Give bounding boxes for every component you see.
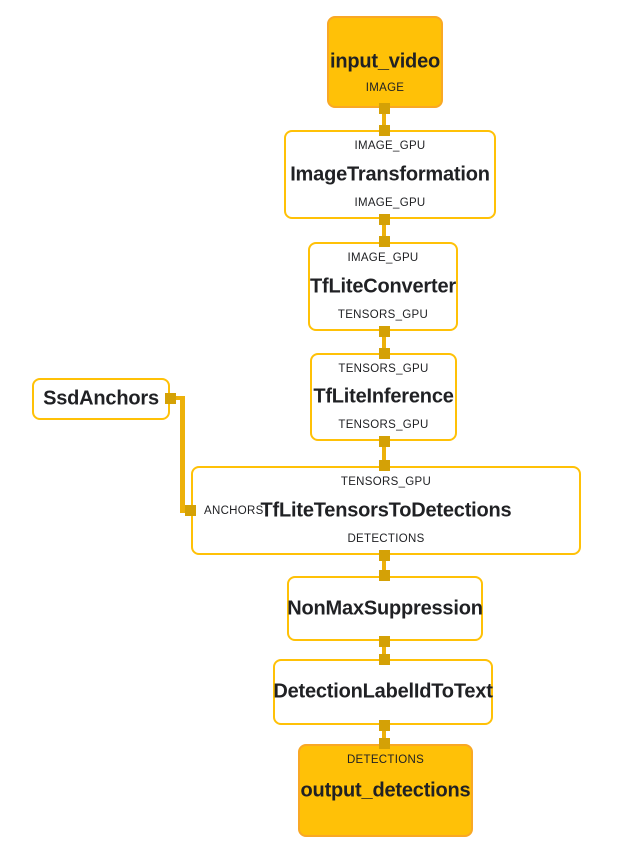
port-square-tensors-to-detections-out: [379, 550, 390, 561]
port-square-image-transformation-in: [379, 125, 390, 136]
node-title: ImageTransformation: [290, 163, 490, 185]
node-tflite-tensors-to-detections[interactable]: TENSORS_GPU ANCHORS TfLiteTensorsToDetec…: [191, 466, 581, 555]
port-square-tflite-converter-in: [379, 236, 390, 247]
edge-detection-label-to-output-detections: [382, 721, 386, 746]
node-tflite-inference[interactable]: TENSORS_GPU TfLiteInference TENSORS_GPU: [310, 353, 457, 441]
port-square-detection-label-out: [379, 720, 390, 731]
output-port-label: IMAGE: [365, 82, 405, 94]
node-image-transformation[interactable]: IMAGE_GPU ImageTransformation IMAGE_GPU: [284, 130, 496, 219]
node-tflite-converter[interactable]: IMAGE_GPU TfLiteConverter TENSORS_GPU: [308, 242, 458, 331]
node-title: TfLiteConverter: [310, 275, 456, 297]
output-port-label: TENSORS_GPU: [337, 309, 429, 321]
node-title: NonMaxSuppression: [287, 597, 483, 619]
edge-input-video-to-image-transformation: [382, 104, 386, 132]
port-square-image-transformation-out: [379, 214, 390, 225]
node-ssd-anchors[interactable]: SsdAnchors: [32, 378, 170, 420]
input-port-label: DETECTIONS: [346, 754, 425, 766]
node-title: output_detections: [300, 779, 471, 801]
port-square-input-video-out: [379, 103, 390, 114]
edge-ssd-anchors-horizontal: [174, 396, 184, 400]
port-square-detection-label-in: [379, 654, 390, 665]
edge-tensors-to-detections-to-non-max-suppression: [382, 551, 386, 578]
node-detection-label-id-to-text[interactable]: DetectionLabelIdToText: [273, 659, 493, 725]
node-title: TfLiteInference: [313, 385, 454, 408]
input-port-label: IMAGE_GPU: [347, 252, 419, 264]
output-port-label: TENSORS_GPU: [338, 419, 429, 431]
output-port-label: IMAGE_GPU: [354, 197, 426, 209]
edge-non-max-suppression-to-detection-label: [382, 637, 386, 661]
port-square-tensors-to-detections-in: [379, 460, 390, 471]
node-output-detections[interactable]: DETECTIONS output_detections: [298, 744, 473, 837]
port-square-ssd-anchors-out: [165, 393, 176, 404]
edge-tflite-inference-to-tensors-to-detections: [382, 437, 386, 468]
port-square-non-max-suppression-in: [379, 570, 390, 581]
port-square-tflite-inference-in: [379, 348, 390, 359]
port-square-non-max-suppression-out: [379, 636, 390, 647]
edge-image-transformation-to-tflite-converter: [382, 215, 386, 244]
node-title: input_video: [329, 50, 441, 73]
port-square-tflite-inference-out: [379, 436, 390, 447]
anchors-port-label: ANCHORS: [204, 504, 264, 517]
port-square-tflite-converter-out: [379, 326, 390, 337]
input-port-label: TENSORS_GPU: [338, 363, 429, 375]
output-port-label: DETECTIONS: [347, 533, 425, 545]
port-square-output-detections-in: [379, 738, 390, 749]
node-non-max-suppression[interactable]: NonMaxSuppression: [287, 576, 483, 641]
node-input-video[interactable]: input_video IMAGE: [327, 16, 443, 108]
node-title: SsdAnchors: [43, 387, 159, 410]
input-port-label: TENSORS_GPU: [340, 476, 432, 488]
node-title: TfLiteTensorsToDetections: [260, 499, 512, 521]
input-port-label: IMAGE_GPU: [354, 140, 426, 152]
edge-ssd-anchors-vertical: [180, 396, 185, 513]
edge-tflite-converter-to-tflite-inference: [382, 327, 386, 355]
node-title: DetectionLabelIdToText: [273, 680, 493, 703]
port-square-anchors-in: [185, 505, 196, 516]
